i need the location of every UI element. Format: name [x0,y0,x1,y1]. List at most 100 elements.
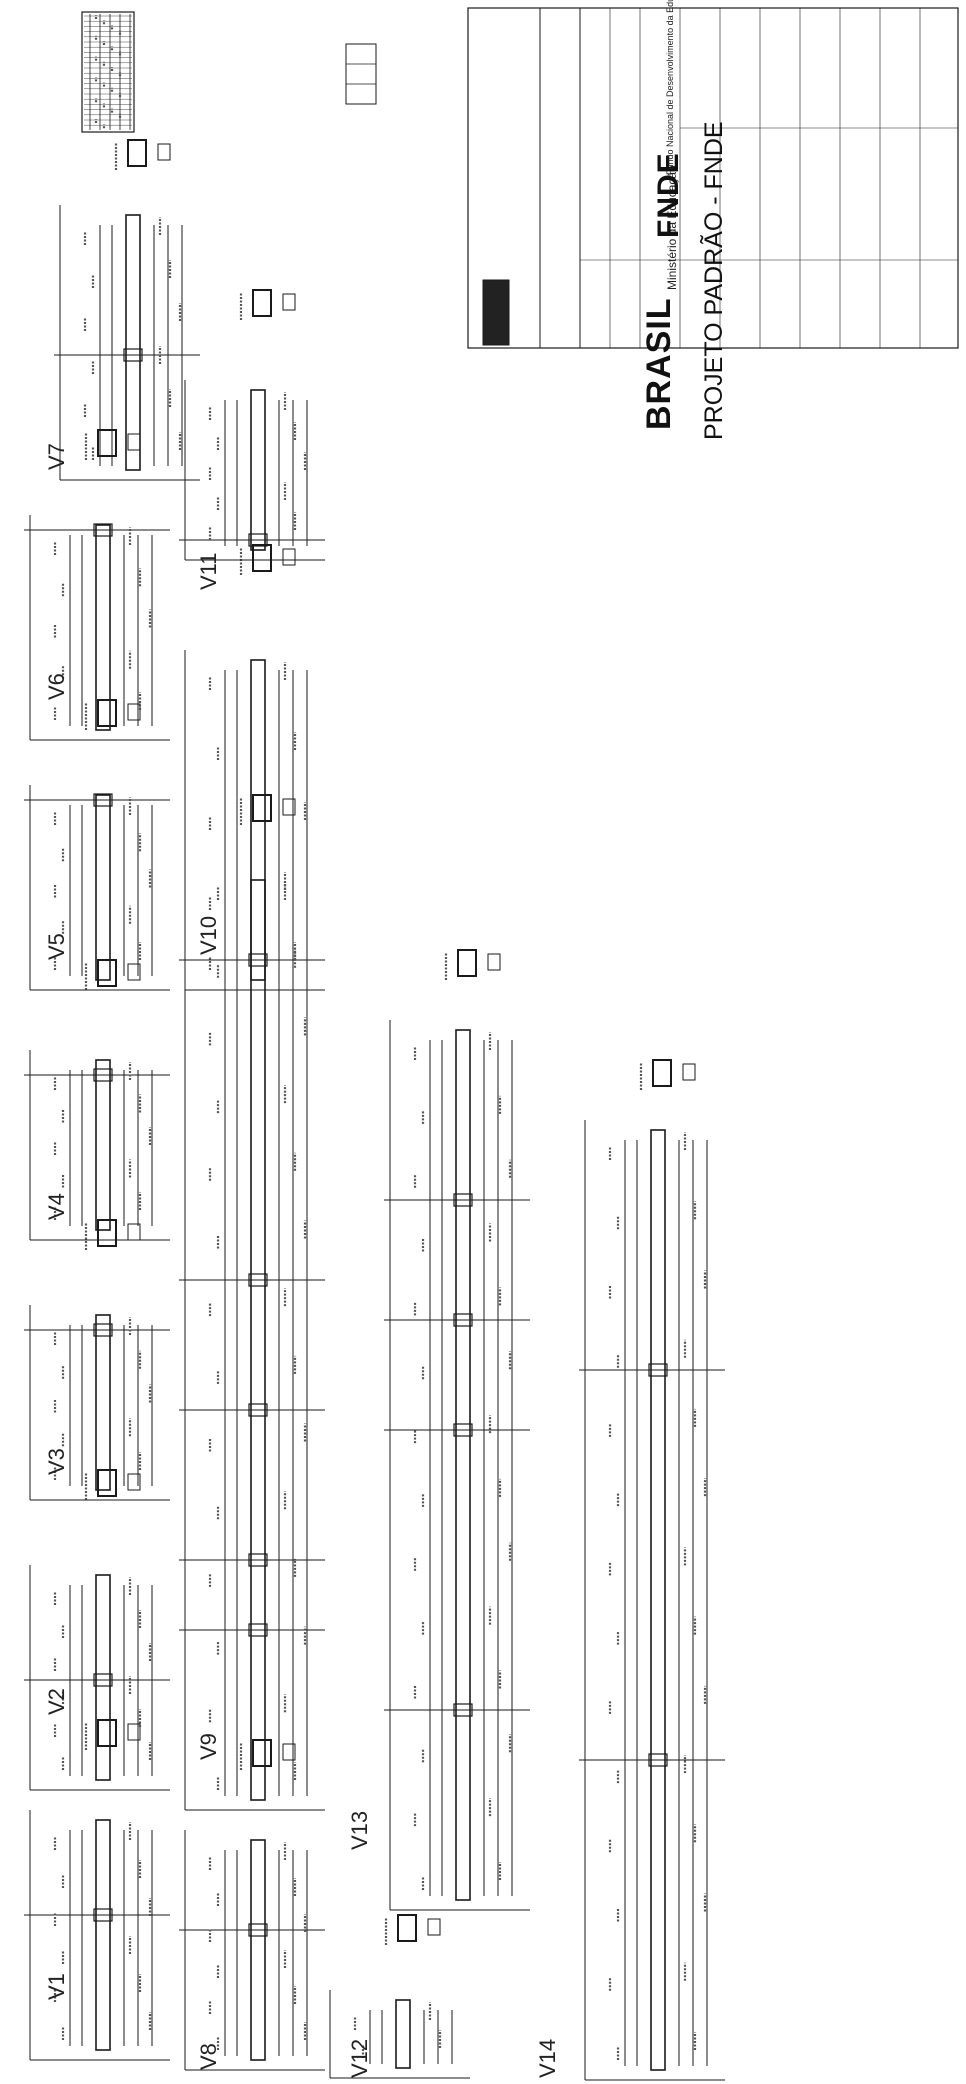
column-section [248,953,268,967]
beam-body [250,879,266,1801]
column-section [93,1068,113,1082]
stirrup-detail [282,293,296,311]
beam-label-v1: V1 [44,1973,69,2000]
column-section [93,523,113,537]
beam-label-v6: V6 [44,673,69,700]
stirrup-detail [682,1063,696,1081]
beam-v6 [24,429,170,741]
beam-v1 [24,1719,170,2061]
stirrup-detail [282,548,296,566]
stirrup-detail [127,1223,141,1241]
beam-v4 [24,959,170,1241]
project-title: PROJETO PADRÃO - FNDE [700,121,728,440]
cross-section-box [252,289,272,317]
column-section [248,1623,268,1637]
beam-label-v2: V2 [44,1688,69,1715]
beam-body [395,1999,411,2069]
stirrup-detail [487,953,501,971]
column-section [248,1273,268,1287]
beam-label-v10: V10 [196,915,221,955]
cross-section-box [97,959,117,987]
beam-v3 [24,1219,170,1501]
column-section [453,1703,473,1717]
beam-label-v9: V9 [196,1733,221,1760]
beam-body [455,1029,471,1901]
beam-v11 [179,289,325,561]
cross-section-box [252,1739,272,1767]
beam-label-v8: V8 [196,2043,221,2070]
column-section [93,1323,113,1337]
beam-body [250,659,266,981]
cross-section-box [252,544,272,572]
beam-v13 [384,949,530,1911]
beam-body [95,1059,111,1231]
title-block-frame [467,7,959,349]
beam-body [95,1819,111,2051]
stirrup-detail [427,1918,441,1936]
cross-section-box [457,949,477,977]
stirrup-detail [127,1473,141,1491]
beam-v10 [179,544,325,991]
column-section [648,1753,668,1767]
beam-v7 [54,139,200,481]
column-section [123,348,143,362]
column-section [93,1908,113,1922]
beam-body [125,214,141,471]
cross-section-box [97,1219,117,1247]
column-section [93,793,113,807]
beam-label-v12: V12 [347,2038,372,2078]
column-section [93,1673,113,1687]
brand-logo-mark [482,279,510,346]
title-block-outline [467,7,959,349]
stirrup-detail [157,143,171,161]
beam-v2 [24,1469,170,1791]
stirrup-detail [127,963,141,981]
column-section [648,1363,668,1377]
beam-label-v14: V14 [535,2038,560,2078]
beam-label-v3: V3 [44,1448,69,1475]
column-section [248,1553,268,1567]
cross-section-box [652,1059,672,1087]
beam-body [250,1839,266,2061]
agency-full-name: Fundo Nacional de Desenvolvimento da Edu… [665,0,675,175]
beam-body [650,1129,666,2071]
stirrup-detail [127,703,141,721]
cross-section-box [252,794,272,822]
beam-body [250,389,266,551]
cross-section-box [97,699,117,727]
beam-label-v13: V13 [347,1810,372,1850]
beam-label-v5: V5 [44,933,69,960]
cross-section-box [97,1469,117,1497]
beam-body [95,794,111,981]
beam-v8 [179,1739,325,2071]
column-section [453,1423,473,1437]
cross-section-box [97,429,117,457]
beam-body [95,524,111,731]
column-section [248,1923,268,1937]
beam-label-v4: V4 [44,1193,69,1220]
beam-v12 [329,1914,470,2079]
schedule-frame [81,11,135,133]
column-section [248,533,268,547]
stirrup-detail [282,798,296,816]
steel-summary-table [345,43,377,105]
cross-section-box [97,1719,117,1747]
cross-section-box [397,1914,417,1942]
beam-body [95,1314,111,1491]
beam-body [95,1574,111,1781]
beam-v14 [579,1059,725,2081]
beam-v5 [24,699,170,991]
beam-label-v11: V11 [196,552,221,590]
beam-v9 [179,794,325,1811]
stirrup-detail [127,433,141,451]
beam-label-v7: V7 [44,443,69,470]
brand-logo-text: BRASIL [640,297,678,430]
column-section [248,1403,268,1417]
stirrup-detail [282,1743,296,1761]
rebar-schedule-table [81,11,377,133]
stirrup-detail [127,1723,141,1741]
column-section [453,1313,473,1327]
column-section [453,1193,473,1207]
cross-section-box [127,139,147,167]
